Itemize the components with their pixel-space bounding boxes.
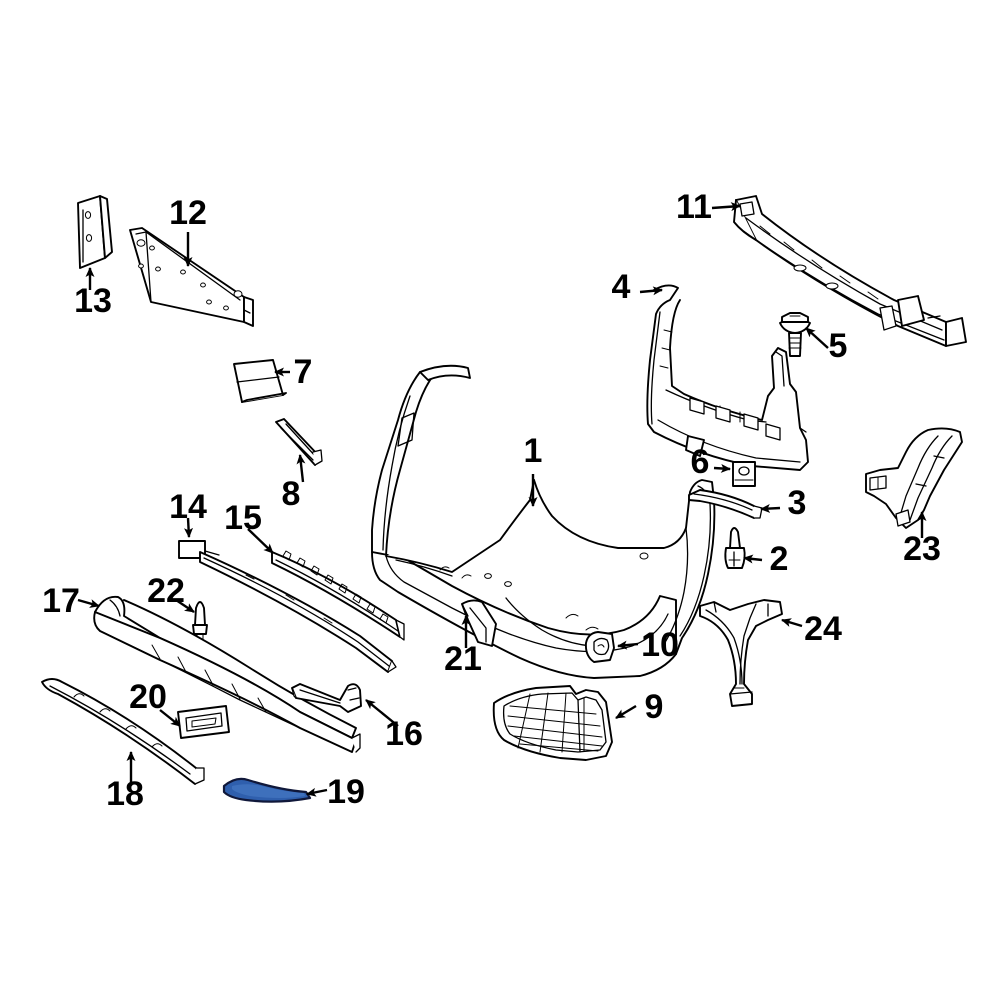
part-12-license-plate-bracket	[129, 227, 254, 327]
callout-label-7: 7	[294, 353, 313, 391]
callout-label-8: 8	[282, 475, 301, 513]
callout-label-23: 23	[903, 530, 941, 568]
callout-label-2: 2	[770, 540, 789, 578]
callout-label-10: 10	[641, 626, 679, 664]
callout-label-15: 15	[224, 499, 262, 537]
part-2-push-pin-clip	[724, 527, 746, 569]
part-14-retainer-tab	[178, 540, 220, 559]
callout-label-22: 22	[147, 572, 185, 610]
part-16-lower-support-bracket	[291, 683, 362, 713]
part-8-side-bracket-strip	[275, 418, 323, 466]
callout-label-18: 18	[106, 775, 144, 813]
part-18-lower-spoiler-trim	[41, 678, 205, 785]
part-15-upper-grille-molding	[271, 550, 405, 641]
callout-label-1: 1	[524, 432, 543, 470]
part-11-impact-reinforcement-bar	[733, 195, 967, 347]
part-19-lower-molding-highlighted	[222, 777, 312, 803]
callout-label-14: 14	[169, 488, 207, 526]
callout-label-3: 3	[788, 484, 807, 522]
callout-numbers: 1 2 3 4 5 6 7 8 9 10 11 12 13 14 15 16 1…	[42, 188, 941, 813]
callout-label-5: 5	[829, 327, 848, 365]
callout-label-17: 17	[42, 582, 80, 620]
part-6-square-retainer-clip	[732, 461, 756, 487]
callout-label-20: 20	[129, 678, 167, 716]
part-10-grommet-bushing	[584, 631, 615, 663]
callout-label-6: 6	[691, 443, 710, 481]
part-21-air-duct-bracket	[461, 599, 497, 647]
part-13-corner-mount-bracket	[77, 195, 113, 269]
leader-lines	[77, 202, 927, 797]
part-7-trim-cover-panel	[233, 359, 287, 403]
part-4-upper-bumper-bracket	[646, 284, 809, 471]
part-5-hex-flange-bolt	[779, 312, 811, 357]
callout-label-9: 9	[645, 688, 664, 726]
part-17-lower-valance-panel	[93, 595, 361, 753]
callout-label-24: 24	[804, 610, 842, 648]
callout-label-11: 11	[676, 188, 712, 226]
part-24-center-support-brace	[699, 599, 783, 707]
callout-label-13: 13	[74, 282, 112, 320]
callout-label-16: 16	[385, 715, 423, 753]
callout-label-4: 4	[612, 268, 631, 306]
part-14-strip-rail	[199, 551, 397, 673]
callout-label-21: 21	[444, 640, 482, 678]
callout-label-19: 19	[327, 773, 365, 811]
part-23-outer-corner-bracket	[865, 427, 963, 529]
part-9-mesh-grille-insert	[492, 685, 613, 761]
part-20-oval-grommet	[177, 705, 230, 739]
callout-label-12: 12	[169, 194, 207, 232]
